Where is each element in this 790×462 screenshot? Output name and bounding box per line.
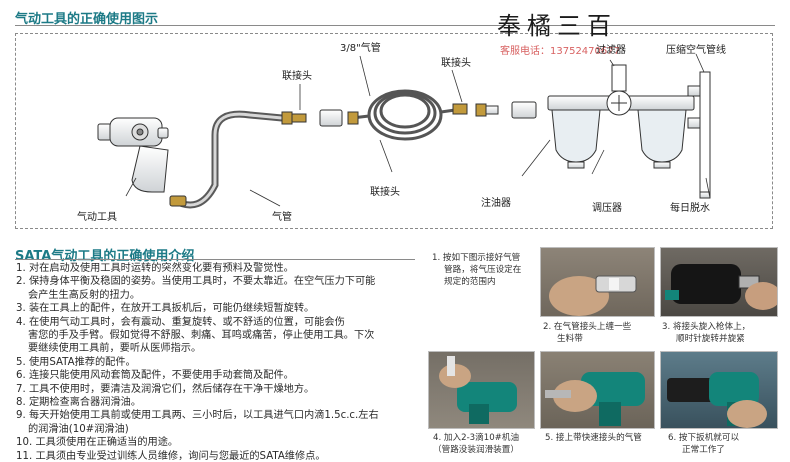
instruction-item: 11. 工具须由专业受过训练人员维修，询问与您最近的SATA维修点。 [16, 450, 326, 462]
instruction-item: 10. 工具须使用在正确适当的用途。 [16, 437, 179, 449]
step3-caption: 3. 将接头旋入枪体上， 顺时针旋转并旋紧 [662, 322, 751, 344]
instruction-item: 3. 装在工具上的配件，在放开工具扳机后，可能仍继续短暂旋转。 [16, 303, 315, 315]
instruction-item: 8. 定期检查离合器润滑油。 [16, 397, 142, 409]
service-phone: 客服电话：13752470677 [500, 46, 620, 57]
brand-logo: 奉橘三百 [497, 12, 617, 40]
instruction-item: 会产生生高反射的扭力。 [28, 289, 141, 301]
step2-caption: 2. 在气管接头上缠一些 生料带 [543, 322, 632, 344]
instruction-item: 害您的手及手臂。假如觉得不舒服、刺痛、耳鸣或痛苦，停止使用工具。下次 [28, 330, 375, 342]
step1-caption: 1. 按如下图示接好气管 管路，将气压设定在 规定的范围内 [432, 253, 522, 287]
label-compressed-air-line: 压缩空气管线 [666, 45, 726, 56]
instruction-item: 1. 对在启动及使用工具时运转的突然变化要有预料及警觉性。 [16, 263, 294, 274]
step4-caption: 4. 加入2-3滴10#机油 （管路没装润滑装置） [433, 433, 520, 455]
connector-left-illustration [281, 111, 307, 125]
instruction-item: 6. 连接只能使用风动套筒及配件，不要使用手动套筒及配件。 [16, 370, 294, 382]
step5-caption: 5. 接上带快速接头的气管 [545, 433, 642, 443]
step3-photo [660, 247, 778, 317]
air-hose-left [170, 110, 286, 209]
instruction-item: 9. 每天开始使用工具前或使用工具两、三小时后，以工具进气口内滴1.5c.c.左… [16, 410, 379, 422]
label-air-hose-size: 3/8"气管 [340, 43, 381, 54]
step5-photo [540, 351, 655, 429]
label-oiler: 注油器 [481, 198, 511, 209]
label-filter: 过滤器 [596, 45, 626, 56]
label-connector-bottom: 联接头 [370, 187, 400, 198]
guide-divider [15, 259, 415, 260]
instruction-item: 5. 使用SATA推荐的配件。 [16, 356, 136, 368]
label-hose: 气管 [272, 212, 292, 223]
instruction-item: 2. 保持身体平衡及稳固的姿势。当使用工具时，不要太靠近。在空气压力下可能 [16, 276, 376, 288]
instruction-item: 的润滑油(10#润滑油) [28, 423, 129, 435]
diagram-title: 气动工具的正确使用图示 [15, 12, 159, 27]
label-daily-drain: 每日脱水 [670, 203, 710, 214]
step6-photo [660, 351, 778, 429]
frl-unit-illustration [547, 64, 711, 199]
title-divider [15, 25, 775, 26]
instruction-list: 1. 对在启动及使用工具时运转的突然变化要有预料及警觉性。 2. 保持身体平衡及… [16, 262, 426, 462]
step6-caption: 6. 按下扳机就可以 正常工作了 [668, 433, 740, 455]
diagram-frame [15, 33, 773, 229]
air-system-diagram [97, 53, 711, 209]
instruction-item: 7. 工具不使用时，要清洁及润滑它们，然后储存在干净干燥地方。 [16, 383, 315, 395]
impact-wrench-illustration [97, 117, 169, 193]
instruction-item: 4. 在使用气动工具时，会有震动、重复旋转、或不舒适的位置，可能会伤 [16, 316, 345, 328]
instruction-item: 要继续使用工具前，要听从医师指示。 [28, 343, 202, 355]
label-connector-left: 联接头 [282, 71, 312, 82]
label-regulator: 调压器 [592, 203, 622, 214]
label-connector-right: 联接头 [441, 58, 471, 69]
step4-photo [428, 351, 535, 429]
coiled-hose-illustration [351, 89, 456, 141]
label-air-tool: 气动工具 [77, 212, 117, 223]
step2-photo [540, 247, 655, 317]
guide-title: SATA气动工具的正确使用介绍 [15, 249, 195, 264]
